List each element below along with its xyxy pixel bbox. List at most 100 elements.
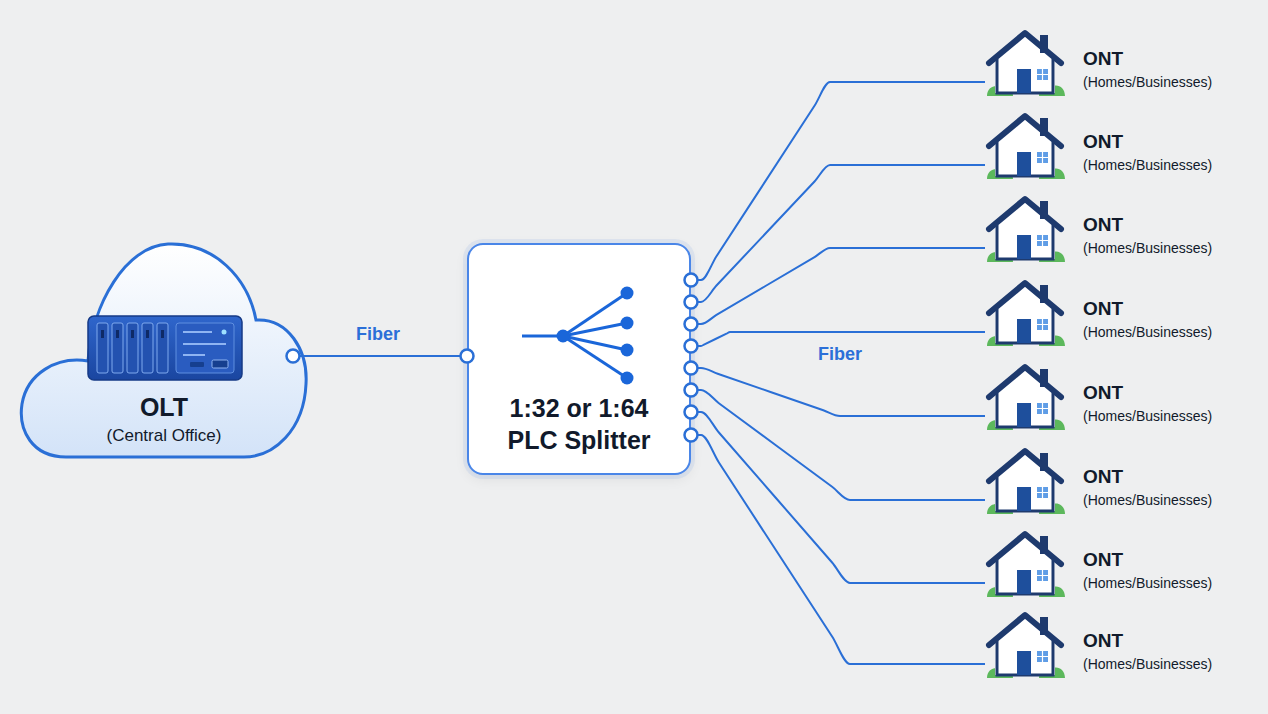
roof xyxy=(989,367,1061,397)
splitter-icon-part xyxy=(621,317,634,330)
splitter-icon-part xyxy=(563,293,627,336)
olt-device-part xyxy=(212,360,228,368)
window-frame xyxy=(1037,152,1048,163)
fiber-connector xyxy=(691,248,985,324)
fiber-connector xyxy=(691,435,985,664)
node-subtext: (Homes/Businesses) xyxy=(1083,323,1212,341)
fiber-port xyxy=(685,429,698,442)
door xyxy=(1017,403,1031,427)
fiber-connector xyxy=(691,390,985,500)
home-ont: ONT(Homes/Businesses) xyxy=(985,29,1065,97)
fiber-port xyxy=(685,340,698,353)
home-ont: ONT(Homes/Businesses) xyxy=(985,611,1065,679)
door xyxy=(1017,319,1031,343)
fiber-connector xyxy=(691,332,985,346)
house-wall xyxy=(995,617,1055,675)
node-subtext: (Homes/Businesses) xyxy=(1083,407,1212,425)
house-wall xyxy=(995,536,1055,594)
node-heading: ONT xyxy=(1083,297,1123,321)
node-heading: OLT xyxy=(18,392,310,422)
splitter-icon-part xyxy=(563,336,627,378)
olt-device-part xyxy=(142,323,153,373)
olt-device-part xyxy=(131,330,134,338)
node-heading: ONT xyxy=(1083,465,1123,489)
olt-device-part xyxy=(127,323,138,373)
door xyxy=(1017,152,1031,176)
node-subtext: (Homes/Businesses) xyxy=(1083,655,1212,673)
splitter-icon-part xyxy=(621,372,634,385)
node-heading: ONT xyxy=(1083,381,1123,405)
fiber-connector xyxy=(691,165,985,302)
olt-device-part xyxy=(222,330,227,335)
splitter-box: 1:32 or 1:64 PLC Splitter xyxy=(467,243,691,475)
olt-device-part xyxy=(183,331,212,333)
olt-device-part xyxy=(88,316,242,380)
door xyxy=(1017,69,1031,93)
window-frame xyxy=(1037,651,1048,662)
window xyxy=(1037,69,1048,80)
olt-device-part xyxy=(183,354,205,356)
house-wall xyxy=(995,285,1055,343)
window-frame xyxy=(1037,235,1048,246)
door xyxy=(1017,651,1031,675)
roof xyxy=(989,534,1061,564)
door xyxy=(1017,570,1031,594)
node-subtext: (Homes/Businesses) xyxy=(1083,574,1212,592)
fiber-port xyxy=(287,350,300,363)
fiber-connector xyxy=(293,355,467,357)
house-icon xyxy=(985,530,1065,598)
fiber-port xyxy=(685,406,698,419)
house-wall xyxy=(995,369,1055,427)
olt-device-part xyxy=(161,330,164,338)
window-frame xyxy=(1037,487,1048,498)
house-wall-outline xyxy=(997,225,1053,259)
fiber-port xyxy=(685,384,698,397)
olt-device-part xyxy=(190,362,204,367)
node-subtext: (Homes/Businesses) xyxy=(1083,239,1212,257)
house-icon xyxy=(985,29,1065,97)
splitter-icon-part xyxy=(563,323,627,336)
house-icon xyxy=(985,611,1065,679)
node-heading: ONT xyxy=(1083,130,1123,154)
fiber-port xyxy=(461,350,474,363)
house-wall-outline xyxy=(997,560,1053,594)
house-icon xyxy=(985,279,1065,347)
fiber-port xyxy=(685,296,698,309)
house-wall xyxy=(995,118,1055,176)
olt-device-part xyxy=(112,323,123,373)
splitter-icon-part xyxy=(522,335,563,338)
home-ont: ONT(Homes/Businesses) xyxy=(985,530,1065,598)
house-wall-outline xyxy=(997,641,1053,675)
house-wall-outline xyxy=(997,59,1053,93)
olt-device-part xyxy=(183,343,226,345)
edge-label: Fiber xyxy=(818,344,862,365)
roof xyxy=(989,199,1061,229)
home-ont: ONT(Homes/Businesses) xyxy=(985,279,1065,347)
node-heading: ONT xyxy=(1083,629,1123,653)
fiber-port xyxy=(685,318,698,331)
splitter-icon xyxy=(522,287,634,385)
roof xyxy=(989,451,1061,481)
window xyxy=(1037,403,1048,414)
roof xyxy=(989,283,1061,313)
node-subtext: (Homes/Businesses) xyxy=(1083,156,1212,174)
splitter-icon-part xyxy=(557,330,570,343)
olt-device-part xyxy=(176,323,234,373)
home-ont: ONT(Homes/Businesses) xyxy=(985,112,1065,180)
window xyxy=(1037,152,1048,163)
node-subtext: (Homes/Businesses) xyxy=(1083,491,1212,509)
node-subtext: (Central Office) xyxy=(18,425,310,447)
door xyxy=(1017,235,1031,259)
cloud-shape xyxy=(21,244,306,457)
window xyxy=(1037,235,1048,246)
olt-device-part xyxy=(146,330,149,338)
house-wall-outline xyxy=(997,309,1053,343)
splitter-icon-part xyxy=(563,336,627,350)
house-icon xyxy=(985,112,1065,180)
node-heading: ONT xyxy=(1083,213,1123,237)
olt-device-part xyxy=(157,323,168,373)
house-wall-outline xyxy=(997,142,1053,176)
node-heading: ONT xyxy=(1083,548,1123,572)
splitter-label: 1:32 or 1:64 PLC Splitter xyxy=(489,392,669,456)
